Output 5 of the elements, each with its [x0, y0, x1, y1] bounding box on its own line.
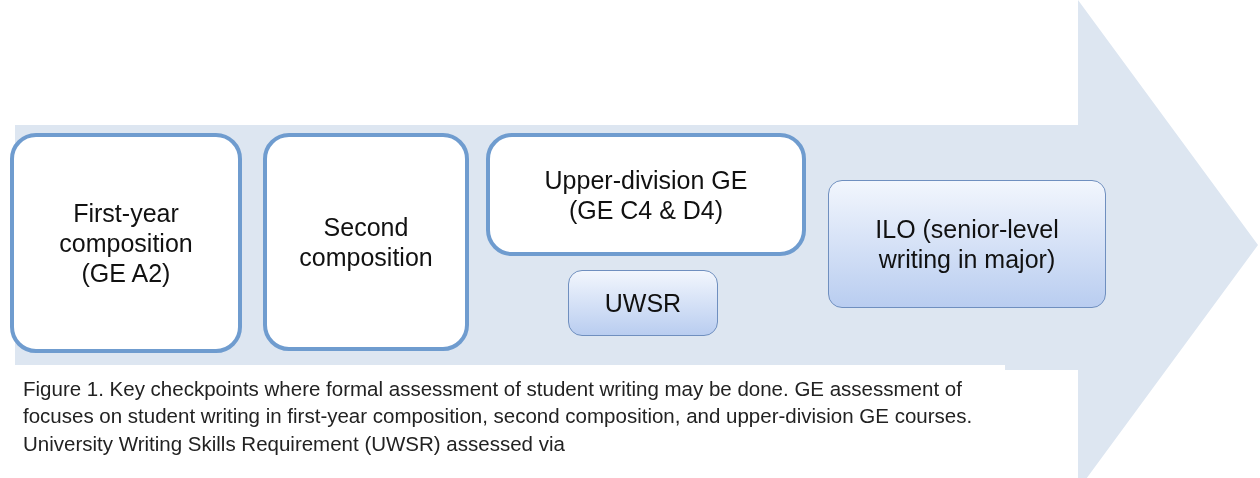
- checkpoint-box: Second composition: [263, 133, 469, 351]
- checkpoint-box: First-year composition (GE A2): [10, 133, 242, 353]
- highlight-box: UWSR: [568, 270, 718, 336]
- highlight-box: ILO (senior-level writing in major): [828, 180, 1106, 308]
- checkpoint-box: Upper-division GE (GE C4 & D4): [486, 133, 806, 256]
